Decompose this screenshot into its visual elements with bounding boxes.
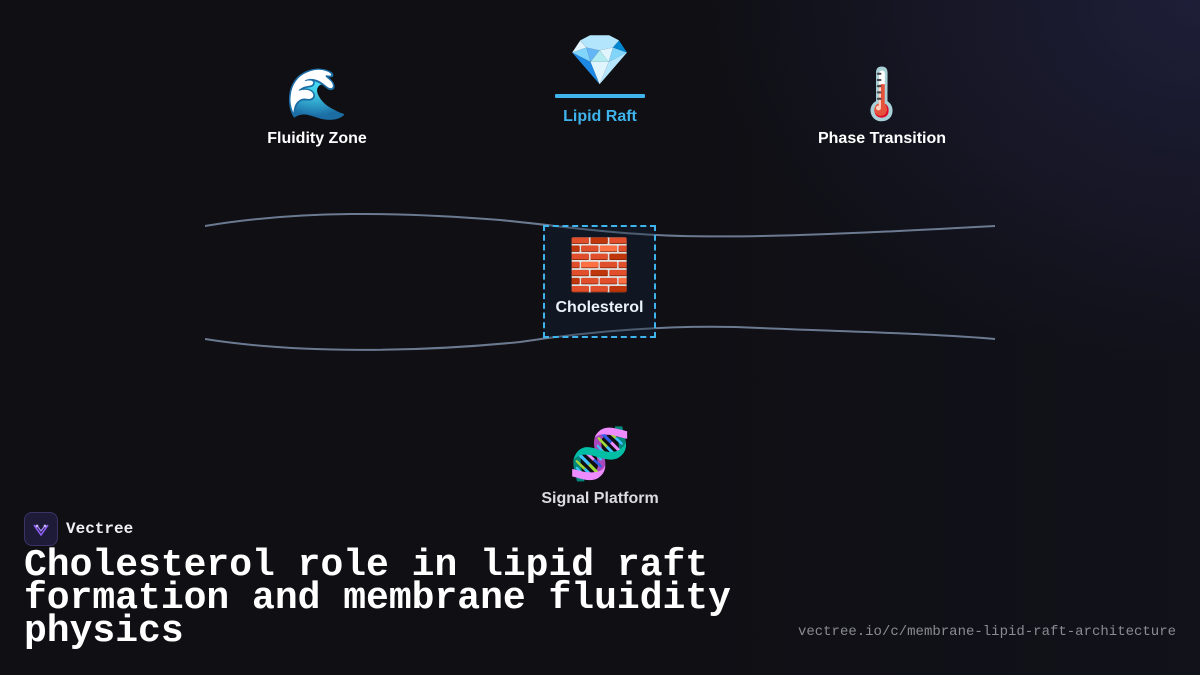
brick-icon: 🧱 (568, 236, 631, 294)
signal-platform-node: 🧬 Signal Platform (541, 424, 658, 508)
phase-transition-node: 🌡️ Phase Transition (818, 64, 946, 148)
lipid-raft-label: Lipid Raft (563, 108, 637, 125)
cholesterol-node: 🧱 Cholesterol (543, 225, 656, 338)
gem-icon: 💎 (568, 31, 632, 89)
brand: Vectree (24, 512, 133, 546)
brand-name: Vectree (66, 520, 134, 538)
raft-underline (555, 94, 645, 98)
source-url: vectree.io/c/membrane-lipid-raft-archite… (797, 624, 1176, 640)
membrane-lower-line (204, 325, 996, 351)
wave-icon: 🌊 (285, 65, 349, 123)
cholesterol-label: Cholesterol (555, 299, 644, 316)
phase-transition-label: Phase Transition (817, 130, 947, 147)
dna-icon: 🧬 (568, 425, 632, 483)
vectree-logo-icon (24, 512, 58, 546)
fluidity-zone-node: 🌊 Fluidity Zone (267, 64, 367, 148)
lipid-raft-node: 💎 Lipid Raft (555, 30, 645, 126)
page-title: Cholesterol role in lipid raft formation… (24, 544, 731, 653)
fluidity-zone-label: Fluidity Zone (267, 130, 367, 147)
membrane-upper-line (204, 212, 996, 238)
thermometer-icon: 🌡️ (850, 65, 914, 123)
signal-platform-label: Signal Platform (541, 490, 659, 507)
